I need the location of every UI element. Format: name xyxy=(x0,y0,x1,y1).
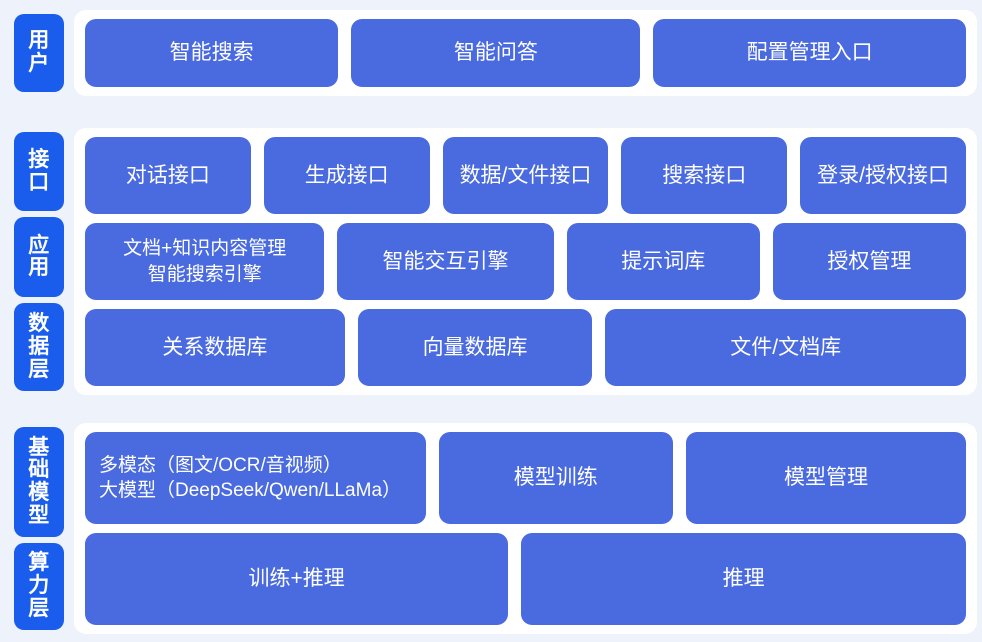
rail-tab-application[interactable]: 应用 xyxy=(14,217,64,298)
box-relational-database[interactable]: 关系数据库 xyxy=(85,309,345,387)
box-doc-knowledge-management-line1: 文档+知识内容管理 xyxy=(123,238,287,260)
user-rail: 用户 xyxy=(14,10,64,96)
data-row: 关系数据库 向量数据库 文件/文档库 xyxy=(85,309,966,387)
user-card: 智能搜索 智能问答 配置管理入口 xyxy=(74,10,977,96)
user-panel: 用户 智能搜索 智能问答 配置管理入口 xyxy=(0,0,982,104)
rail-tab-interface[interactable]: 接口 xyxy=(14,131,64,212)
panel-gap-lower xyxy=(0,400,982,418)
box-training-inference[interactable]: 训练+推理 xyxy=(85,533,509,625)
platform-card: 对话接口 生成接口 数据/文件接口 搜索接口 登录/授权接口 文档+知识内容管理… xyxy=(74,127,977,396)
box-model-management[interactable]: 模型管理 xyxy=(686,432,966,525)
box-authorization-management[interactable]: 授权管理 xyxy=(772,223,967,301)
rail-tab-compute-layer-label: 算力层 xyxy=(28,551,50,620)
infrastructure-card: 多模态（图文/OCR/音视频） 大模型（DeepSeek/Qwen/LLaMa）… xyxy=(74,423,977,634)
model-row: 多模态（图文/OCR/音视频） 大模型（DeepSeek/Qwen/LLaMa）… xyxy=(85,432,966,525)
interface-row: 对话接口 生成接口 数据/文件接口 搜索接口 登录/授权接口 xyxy=(85,136,966,215)
box-doc-knowledge-management-line2: 智能搜索引擎 xyxy=(147,263,262,285)
rail-tab-user-label: 用户 xyxy=(28,29,50,75)
rail-tab-foundation-model-label: 基础模型 xyxy=(28,435,50,527)
box-data-file-api[interactable]: 数据/文件接口 xyxy=(442,136,609,215)
box-login-auth-api[interactable]: 登录/授权接口 xyxy=(800,136,966,215)
box-file-document-store[interactable]: 文件/文档库 xyxy=(605,309,966,387)
platform-rail: 接口 应用 数据层 xyxy=(14,128,64,396)
infrastructure-panel: 基础模型 算力层 多模态（图文/OCR/音视频） 大模型（DeepSeek/Qw… xyxy=(0,418,982,642)
user-row: 智能搜索 智能问答 配置管理入口 xyxy=(85,19,966,87)
box-multimodal-large-model-line1: 多模态（图文/OCR/音视频） xyxy=(99,454,342,476)
box-prompt-library[interactable]: 提示词库 xyxy=(566,223,760,301)
platform-panel: 接口 应用 数据层 对话接口 生成接口 数据/文件接口 搜索接口 登录/授权接口… xyxy=(0,123,982,401)
box-doc-knowledge-management[interactable]: 文档+知识内容管理 智能搜索引擎 xyxy=(85,223,325,301)
application-row: 文档+知识内容管理 智能搜索引擎 智能交互引擎 提示词库 授权管理 xyxy=(85,223,967,301)
box-smart-qa[interactable]: 智能问答 xyxy=(351,19,641,87)
box-dialog-api[interactable]: 对话接口 xyxy=(85,136,251,215)
rail-tab-interface-label: 接口 xyxy=(28,147,50,194)
rail-tab-application-label: 应用 xyxy=(28,233,50,280)
box-generation-api[interactable]: 生成接口 xyxy=(263,136,430,215)
box-multimodal-large-model[interactable]: 多模态（图文/OCR/音视频） 大模型（DeepSeek/Qwen/LLaMa） xyxy=(85,432,426,525)
box-vector-database[interactable]: 向量数据库 xyxy=(357,309,593,387)
rail-tab-foundation-model[interactable]: 基础模型 xyxy=(14,427,64,537)
box-inference[interactable]: 推理 xyxy=(521,533,966,625)
box-search-api[interactable]: 搜索接口 xyxy=(621,136,788,215)
rail-tab-data-layer[interactable]: 数据层 xyxy=(14,303,64,392)
rail-tab-compute-layer[interactable]: 算力层 xyxy=(14,542,64,630)
box-multimodal-large-model-line2: 大模型（DeepSeek/Qwen/LLaMa） xyxy=(99,480,402,502)
box-smart-interaction-engine[interactable]: 智能交互引擎 xyxy=(337,223,554,301)
panel-gap-upper xyxy=(0,104,982,123)
box-smart-search[interactable]: 智能搜索 xyxy=(85,19,339,87)
compute-row: 训练+推理 推理 xyxy=(85,533,966,625)
box-config-management-entry[interactable]: 配置管理入口 xyxy=(653,19,966,87)
box-model-training[interactable]: 模型训练 xyxy=(438,432,674,525)
rail-tab-user[interactable]: 用户 xyxy=(14,14,64,92)
rail-tab-data-layer-label: 数据层 xyxy=(28,312,50,381)
infrastructure-rail: 基础模型 算力层 xyxy=(14,423,64,634)
